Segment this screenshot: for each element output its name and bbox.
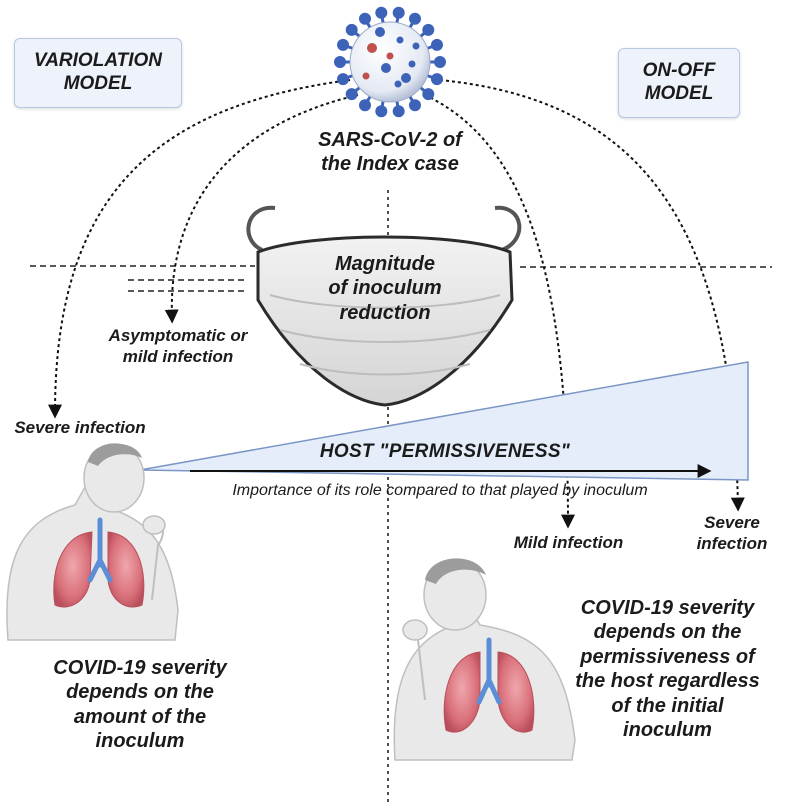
severe-infection-right-label: Severe infection <box>696 513 768 553</box>
onoff-model-line: MODEL <box>644 83 714 104</box>
virus-icon <box>334 6 446 118</box>
onoff-model-box: ON-OFF MODEL <box>618 48 740 118</box>
mild-infection-right-label: Mild infection <box>513 533 624 552</box>
host-permissiveness-title: HOST "PERMISSIVENESS" <box>319 441 571 462</box>
variolation-model-box: VARIOLATION MODEL <box>14 38 182 108</box>
person-coughing-left-icon <box>6 443 179 641</box>
conclusion-right: COVID-19 severity depends on the permiss… <box>575 597 760 741</box>
face-mask-icon <box>246 205 522 407</box>
asymptomatic-label: Asymptomatic or mild infection <box>108 326 248 366</box>
variolation-model-line: VARIOLATION <box>33 50 163 72</box>
conclusion-left: COVID-19 severity depends on the amount … <box>53 657 227 753</box>
arrow-to-severe-right <box>439 79 745 512</box>
host-permissiveness-subtitle: Importance of its role compared to that … <box>232 482 648 499</box>
arrow-to-asymptomatic <box>164 94 359 324</box>
severe-infection-left-label: Severe infection <box>14 418 146 437</box>
arrow-to-severe-left <box>48 79 351 419</box>
mask-label: Magnitude of inoculum reduction <box>328 253 442 324</box>
variolation-model-line: MODEL <box>63 73 133 94</box>
virus-label: SARS-CoV-2 of the Index case <box>318 129 462 176</box>
permissiveness-wedge <box>139 361 749 481</box>
person-coughing-right-icon <box>393 558 576 761</box>
onoff-model-line: ON-OFF <box>642 60 716 82</box>
inoculum-level-lines <box>30 265 772 292</box>
